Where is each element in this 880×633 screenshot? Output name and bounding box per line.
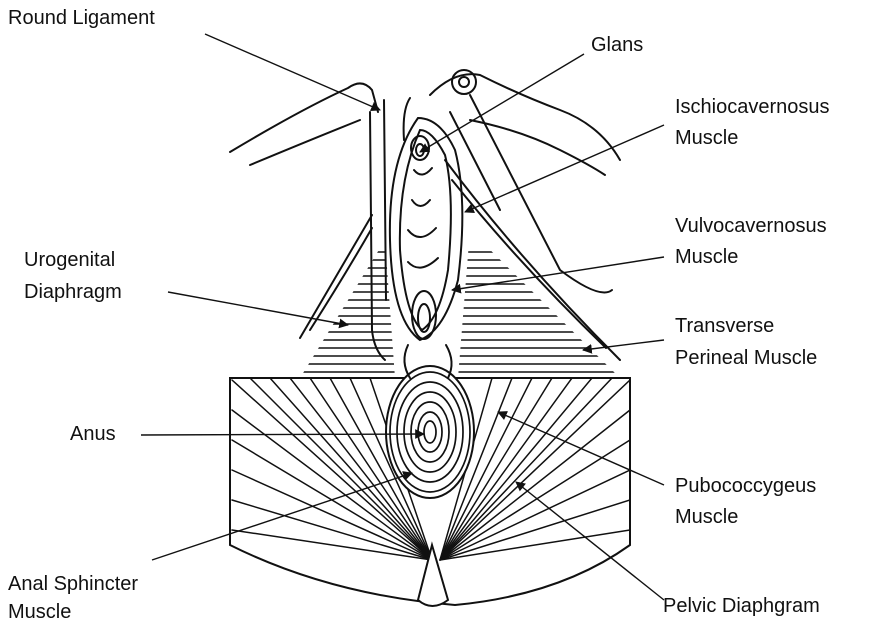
label-vulvocavernosus-line1: Vulvocavernosus <box>675 214 827 238</box>
perineal-left-edge <box>300 215 372 338</box>
right-thigh-inner <box>470 120 605 175</box>
leader-urogenital <box>168 292 348 325</box>
label-pubococcygeus-line2: Muscle <box>675 505 738 529</box>
leader-ischiocavernosus <box>465 125 664 212</box>
anal-sphincter-rings <box>386 366 474 498</box>
right-ligament-knob <box>452 70 476 94</box>
label-ischiocavernosus-line2: Muscle <box>675 126 738 150</box>
right-thigh-outline <box>430 74 620 160</box>
label-round-ligament: Round Ligament <box>8 6 155 30</box>
round-ligament-band <box>370 100 386 360</box>
leader-transverse <box>583 340 664 350</box>
label-anal-sphincter-line2: Muscle <box>8 600 71 624</box>
label-anal-sphincter-line1: Anal Sphincter <box>8 572 138 596</box>
label-anus: Anus <box>70 422 116 446</box>
leader-pubococcygeus <box>498 412 664 485</box>
label-vulvocavernosus-line2: Muscle <box>675 245 738 269</box>
label-transverse-line2: Perineal Muscle <box>675 346 817 370</box>
label-ischiocavernosus-line1: Ischiocavernosus <box>675 95 830 119</box>
label-transverse-line1: Transverse <box>675 314 774 338</box>
label-urogenital-line1: Urogenital <box>24 248 115 272</box>
leader-pelvic-diaphragm <box>516 482 664 600</box>
leader-round-ligament <box>205 34 380 110</box>
leader-glans <box>420 54 584 152</box>
leader-vulvocavernosus <box>452 257 664 290</box>
left-thigh-inner <box>250 120 360 165</box>
label-pelvic-diaphragm: Pelvic Diaphgram <box>663 594 820 618</box>
label-urogenital-line2: Diaphragm <box>24 280 122 304</box>
label-glans: Glans <box>591 33 643 57</box>
leader-anus <box>141 434 424 435</box>
label-pubococcygeus-line1: Pubococcygeus <box>675 474 816 498</box>
